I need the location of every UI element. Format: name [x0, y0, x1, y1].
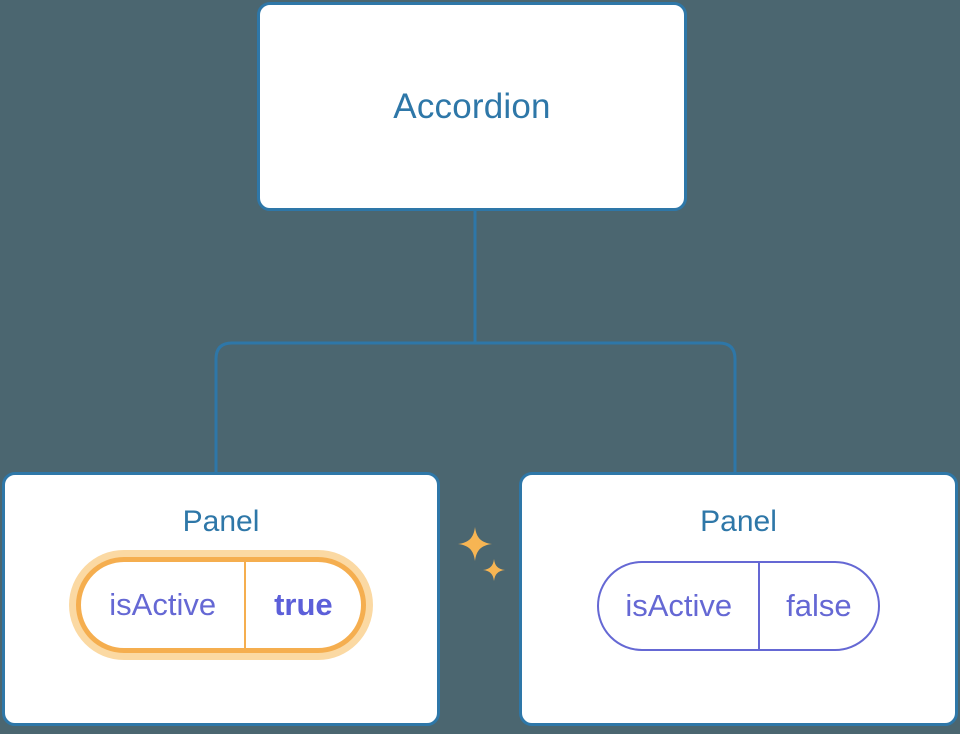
sparkle-small-icon [483, 559, 506, 581]
node-panel-active[interactable]: Panel isActive true [2, 472, 506, 726]
prop-value-label: true [274, 587, 333, 622]
prop-pill-isactive-true[interactable]: isActive true [76, 557, 366, 653]
prop-pill-value-cell: true [246, 562, 361, 648]
prop-pill-divider [758, 563, 761, 649]
prop-key-label: isActive [109, 587, 217, 622]
prop-pill-value-cell: false [760, 563, 877, 649]
node-panel-active-title: Panel [182, 505, 260, 538]
sparkle-large-icon [458, 527, 493, 561]
prop-pill-key-cell: isActive [599, 563, 758, 649]
connector-branch-bus [214, 341, 737, 472]
prop-pill-divider [244, 562, 247, 648]
sparkle-group [428, 527, 506, 597]
node-panel-inactive-title: Panel [700, 505, 777, 538]
node-panel-inactive[interactable]: Panel isActive false [519, 472, 958, 726]
prop-key-label: isActive [625, 588, 733, 623]
prop-value-label: false [786, 588, 852, 623]
prop-pill-inactive-wrapper: isActive false [597, 561, 880, 651]
prop-pill-key-cell: isActive [81, 562, 244, 648]
node-accordion-title: Accordion [393, 86, 551, 126]
prop-pill-isactive-false[interactable]: isActive false [597, 561, 880, 651]
prop-pill-active-wrapper: isActive true [76, 527, 506, 653]
node-accordion[interactable]: Accordion [257, 2, 687, 211]
